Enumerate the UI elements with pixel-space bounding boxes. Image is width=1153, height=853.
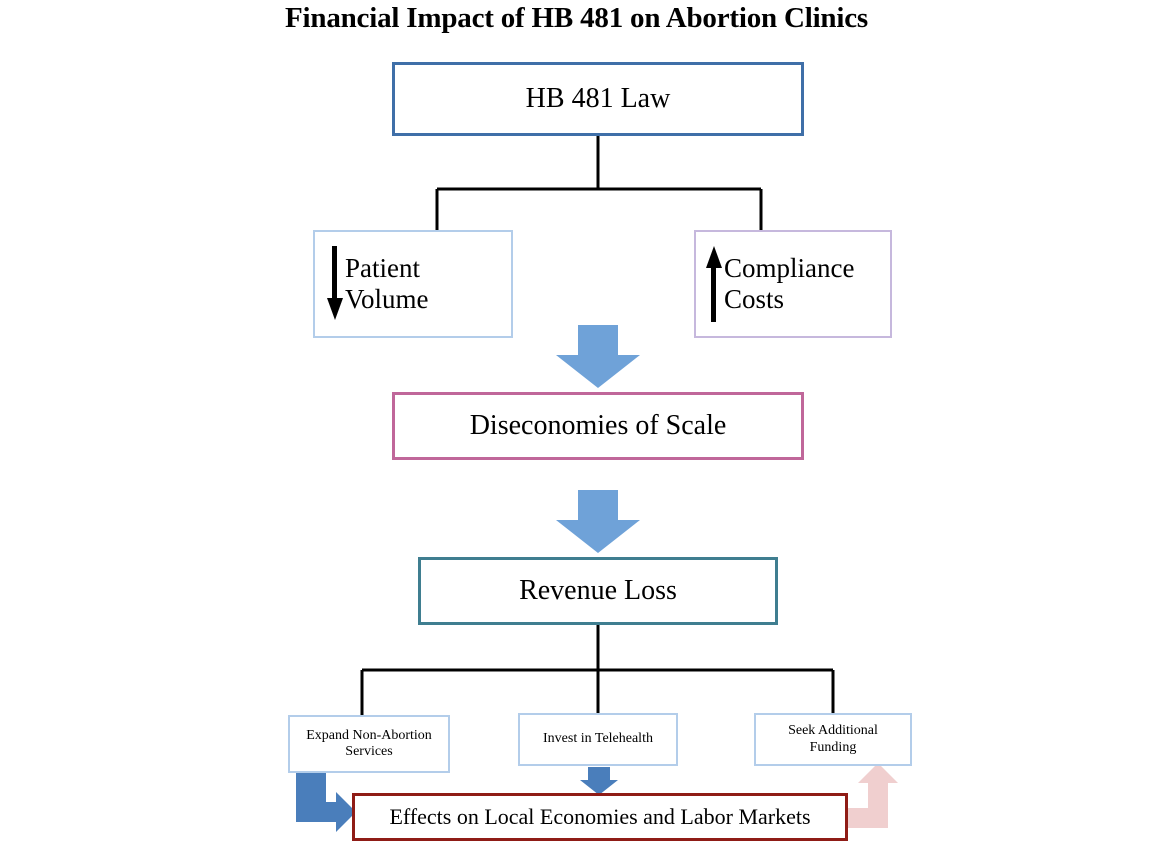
node-patient-volume-text: Patient Volume [345, 253, 429, 315]
connector-hb481-split [435, 136, 763, 230]
node-funding-line2: Funding [809, 739, 857, 755]
block-arrow-to-diseconomies [556, 325, 640, 388]
node-revenue-loss-label: Revenue Loss [519, 574, 677, 606]
node-diseconomies-label: Diseconomies of Scale [469, 409, 727, 441]
node-expand-line1: Expand Non-Abortion [306, 727, 432, 743]
node-compliance-costs-line1: Compliance [724, 252, 855, 283]
node-patient-volume[interactable]: Patient Volume [313, 230, 513, 338]
page-title: Financial Impact of HB 481 on Abortion C… [285, 2, 868, 34]
node-patient-volume-line1: Patient [345, 252, 420, 283]
node-hb481-law[interactable]: HB 481 Law [392, 62, 804, 136]
node-effects-label: Effects on Local Economies and Labor Mar… [389, 804, 811, 830]
node-seek-additional-funding[interactable]: Seek Additional Funding [754, 713, 912, 766]
elbow-arrow-expand-to-effects [296, 772, 356, 832]
block-arrow-to-revenue-loss [556, 490, 640, 553]
node-expand-non-abortion-services[interactable]: Expand Non-Abortion Services [288, 715, 450, 773]
node-compliance-costs-text: Compliance Costs [724, 253, 854, 315]
node-compliance-costs[interactable]: Compliance Costs [694, 230, 892, 338]
node-expand-text: Expand Non-Abortion Services [306, 728, 432, 760]
connector-revenue-split [360, 625, 835, 715]
node-telehealth-label: Invest in Telehealth [543, 731, 653, 747]
node-hb481-label: HB 481 Law [525, 82, 671, 114]
node-funding-line1: Seek Additional [788, 723, 878, 739]
node-funding-text: Seek Additional Funding [788, 723, 878, 755]
node-revenue-loss[interactable]: Revenue Loss [418, 557, 778, 625]
small-arrow-telehealth-to-effects [580, 767, 618, 795]
node-invest-in-telehealth[interactable]: Invest in Telehealth [518, 713, 678, 766]
down-arrow-icon [325, 246, 345, 322]
up-arrow-icon [704, 244, 724, 324]
node-compliance-costs-line2: Costs [724, 284, 785, 314]
node-diseconomies-of-scale[interactable]: Diseconomies of Scale [392, 392, 804, 460]
node-effects-on-local-economies[interactable]: Effects on Local Economies and Labor Mar… [352, 793, 848, 841]
node-patient-volume-line2: Volume [345, 284, 429, 314]
node-expand-line2: Services [345, 744, 393, 759]
elbow-arrow-effects-to-funding [848, 763, 898, 828]
